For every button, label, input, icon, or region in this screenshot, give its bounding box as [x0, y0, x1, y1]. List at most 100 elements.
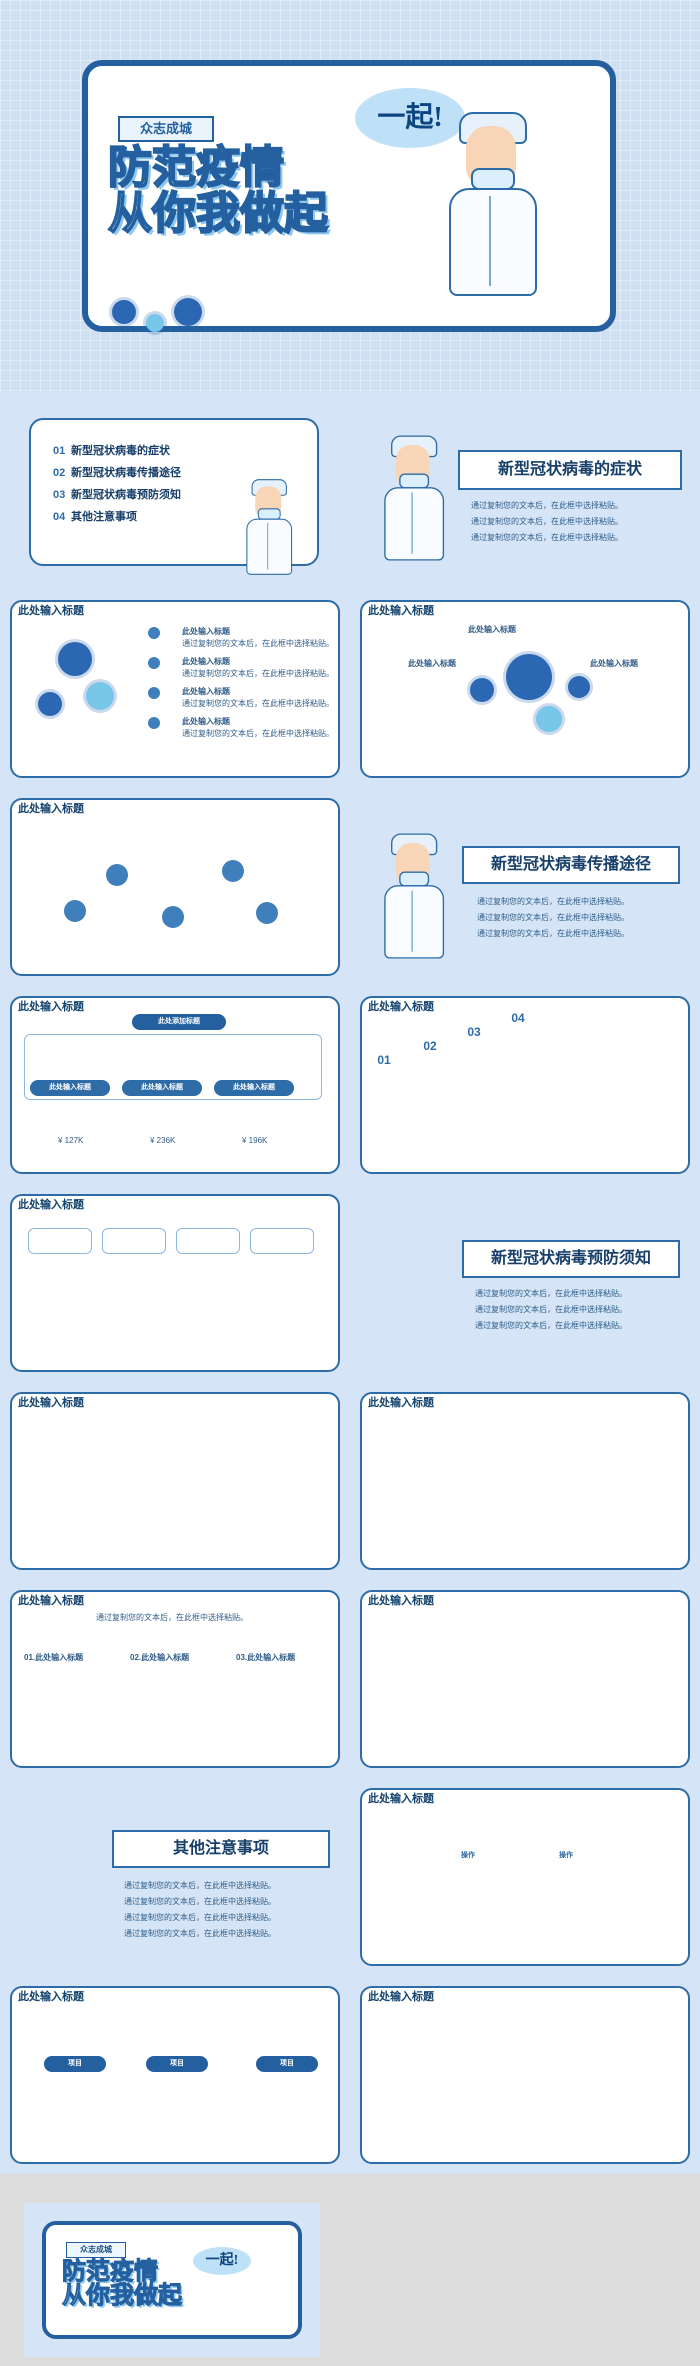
info-box	[28, 1228, 92, 1254]
case-icon	[148, 657, 160, 669]
end-slide: 众志成城 防范疫情 从你我做起 一起!	[24, 2203, 320, 2357]
prevention-list-slide: 此处输入标题 通过复制您的文本后，在此框中选择粘贴。 01.此处输入标题 02.…	[0, 1580, 350, 1778]
case-icon	[148, 627, 160, 639]
section-heading: 其他注意事项	[112, 1830, 330, 1868]
content-slide: 此处输入标题 此处输入标题通过复制您的文本后，在此框中选择粘贴。 此处输入标题通…	[0, 590, 350, 788]
bar-label: 此处输入标题	[30, 1080, 110, 1096]
item-text: 通过复制您的文本后，在此框中选择粘贴。	[182, 669, 334, 678]
bullet-item: 通过复制您的文本后，在此框中选择粘贴。	[475, 1305, 627, 1314]
virus-icon	[536, 706, 562, 732]
end-title: 防范疫情 从你我做起	[62, 2259, 232, 2309]
item-title: 此处输入标题	[590, 659, 638, 668]
timeline-number: 03	[467, 1025, 481, 1039]
info-box	[250, 1228, 314, 1254]
timeline-slide: 此处输入标题 01 02 03 04	[350, 986, 700, 1184]
amount-label: ¥ 127K	[58, 1136, 84, 1145]
doctor-illustration	[372, 430, 454, 561]
cover-title-line-1: 防范疫情	[107, 143, 285, 192]
bullet-item: 通过复制您的文本后，在此框中选择粘贴。	[471, 517, 623, 526]
slide-title: 此处输入标题	[368, 605, 434, 617]
slide-card	[10, 1392, 340, 1570]
project-label: 项目	[256, 2056, 318, 2072]
section-heading: 新型冠状病毒传播途径	[462, 846, 680, 884]
doctor-illustration	[372, 828, 454, 959]
stethoscope-icon	[411, 890, 413, 952]
slide-title: 此处输入标题	[18, 605, 84, 617]
coat-icon	[384, 885, 445, 959]
prevention-section-slide	[350, 1184, 700, 1382]
cover-tag: 众志成城	[118, 116, 214, 142]
item-text: 通过复制您的文本后，在此框中选择粘贴。	[182, 729, 334, 738]
gear-icon	[162, 906, 184, 928]
gear-icon	[256, 902, 278, 924]
timeline-number: 02	[423, 1039, 437, 1053]
amount-label: ¥ 236K	[150, 1136, 176, 1145]
gauge-slide: 此处输入标题 项目 项目 项目	[0, 1976, 350, 2174]
section-heading: 新型冠状病毒的症状	[458, 450, 682, 490]
end-title-line-1: 防范疫情	[62, 2259, 159, 2285]
end-tag: 众志成城	[66, 2242, 126, 2258]
doctor-illustration	[237, 475, 299, 575]
mask-slide: 此处输入标题	[350, 1382, 700, 1580]
virus-icon	[38, 692, 62, 716]
slide-title: 此处输入标题	[18, 803, 84, 815]
virus-icon	[112, 300, 136, 324]
section-heading: 新型冠状病毒预防须知	[462, 1240, 680, 1278]
slide-title: 此处输入标题	[18, 1199, 84, 1211]
process-slide: 此处输入标题 操作 操作	[350, 1778, 700, 1976]
timeline-number: 04	[511, 1011, 525, 1025]
doctor-illustration	[431, 104, 551, 296]
bullet-item: 通过复制您的文本后，在此框中选择粘贴。	[477, 929, 629, 938]
section-bullets: 通过复制您的文本后，在此框中选择粘贴。 通过复制您的文本后，在此框中选择粘贴。 …	[471, 500, 623, 548]
end-title-line-2: 从你我做起	[62, 2283, 183, 2309]
slide-title: 此处输入标题	[368, 1001, 434, 1013]
monitor-icon	[148, 717, 160, 729]
gear-icon	[222, 860, 244, 882]
list-title: 01.此处输入标题	[24, 1653, 84, 1662]
stethoscope-icon	[489, 196, 491, 286]
virus-icon	[470, 678, 494, 702]
bullet-item: 通过复制您的文本后，在此框中选择粘贴。	[124, 1897, 276, 1906]
slide-card	[360, 600, 690, 778]
slide-title: 此处输入标题	[368, 1793, 434, 1805]
stethoscope-icon	[411, 492, 413, 554]
slide-card	[10, 600, 340, 778]
list-title: 03.此处输入标题	[236, 1653, 296, 1662]
timeline-number: 01	[377, 1053, 391, 1067]
bullet-item: 通过复制您的文本后，在此框中选择粘贴。	[124, 1929, 276, 1938]
end-bubble: 一起!	[193, 2247, 251, 2275]
slide-card	[360, 1590, 690, 1768]
slide-title: 此处输入标题	[368, 1397, 434, 1409]
project-label: 项目	[146, 2056, 208, 2072]
section-bullets: 通过复制您的文本后，在此框中选择粘贴。通过复制您的文本后，在此框中选择粘贴。通过…	[124, 1880, 276, 1944]
item-title: 此处输入标题	[468, 625, 516, 634]
virus-icon	[58, 642, 92, 676]
bullet-item: 通过复制您的文本后，在此框中选择粘贴。	[477, 897, 629, 906]
slide-card	[360, 1986, 690, 2164]
slide-card	[10, 798, 340, 976]
bullet-item: 通过复制您的文本后，在此框中选择粘贴。	[477, 913, 629, 922]
cover-title-line-2: 从你我做起	[107, 189, 329, 238]
slide-title: 此处输入标题	[18, 1397, 84, 1409]
slide-card	[360, 996, 690, 1174]
process-label: 操作	[461, 1852, 475, 1859]
transmission-content-slide: 此处输入标题	[0, 788, 350, 986]
slide-card	[10, 1590, 340, 1768]
content-slide: 此处输入标题 此处输入标题 此处输入标题 此处输入标题	[350, 590, 700, 788]
coat-icon	[384, 487, 445, 561]
virus-icon	[86, 682, 114, 710]
gear-icon	[106, 864, 128, 886]
slide-title: 此处输入标题	[368, 1991, 434, 2003]
process-label: 操作	[559, 1852, 573, 1859]
cover-title: 防范疫情 从你我做起	[107, 143, 418, 238]
bullet-item: 通过复制您的文本后，在此框中选择粘贴。	[475, 1289, 627, 1298]
slide-card	[360, 1788, 690, 1966]
amount-label: ¥ 196K	[242, 1136, 268, 1145]
item-title: 此处输入标题	[182, 657, 230, 666]
bullet-item: 通过复制您的文本后，在此框中选择粘贴。	[124, 1913, 276, 1922]
